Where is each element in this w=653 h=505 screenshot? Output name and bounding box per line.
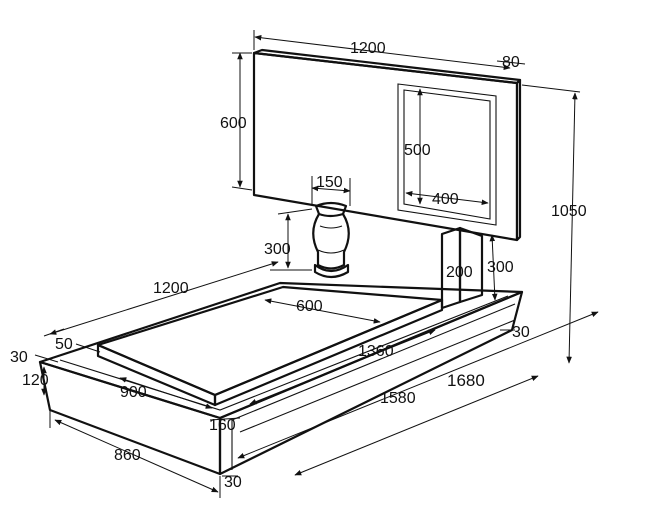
dim-curb-depth: 160 bbox=[209, 417, 236, 434]
pedestal bbox=[440, 226, 484, 310]
vase bbox=[312, 201, 350, 279]
dim-frame-length: 1580 bbox=[380, 390, 416, 407]
dim-inner-length: 1360 bbox=[358, 343, 394, 360]
dim-slab-length: 1200 bbox=[153, 280, 189, 297]
dim-slab-width: 600 bbox=[296, 298, 323, 315]
dim-stele-thickness: 80 bbox=[502, 54, 520, 71]
dim-base-width: 860 bbox=[114, 447, 141, 464]
slab-front-edge bbox=[96, 343, 217, 407]
dim-stele-width: 1200 bbox=[350, 40, 386, 57]
dim-pedestal-width: 200 bbox=[446, 264, 473, 281]
dim-pedestal-height: 300 bbox=[487, 259, 514, 276]
pedestal-side bbox=[458, 226, 484, 304]
dim-base-top-30-left: 30 bbox=[10, 349, 28, 366]
vase-ring-2 bbox=[317, 249, 345, 254]
dim-base-front-30: 30 bbox=[224, 474, 242, 491]
dim-vase-width: 150 bbox=[316, 174, 343, 191]
vase-ring-1 bbox=[319, 225, 343, 229]
stele-side bbox=[515, 78, 522, 242]
dim-overall-length: 1680 bbox=[447, 371, 485, 390]
photo-frame bbox=[397, 83, 497, 226]
dim-total-height: 1050 bbox=[551, 203, 587, 220]
dim-photo-height: 500 bbox=[404, 142, 431, 159]
dimension-lines bbox=[34, 30, 599, 498]
stele-top bbox=[252, 48, 522, 85]
vase-body bbox=[312, 212, 350, 270]
vase-foot bbox=[313, 263, 350, 279]
dim-border-edge: 50 bbox=[55, 336, 73, 353]
photo-frame-inner bbox=[403, 89, 491, 220]
dim-base-height: 120 bbox=[22, 372, 49, 389]
dim-base-right-30: 30 bbox=[512, 324, 530, 341]
dim-curb-width: 900 bbox=[120, 384, 147, 401]
dim-photo-width: 400 bbox=[432, 191, 459, 208]
dimension-labels: 1200 80 600 500 400 1050 150 300 200 300… bbox=[10, 40, 587, 491]
dim-stele-height: 600 bbox=[220, 115, 247, 132]
dim-vase-height: 300 bbox=[264, 241, 291, 258]
